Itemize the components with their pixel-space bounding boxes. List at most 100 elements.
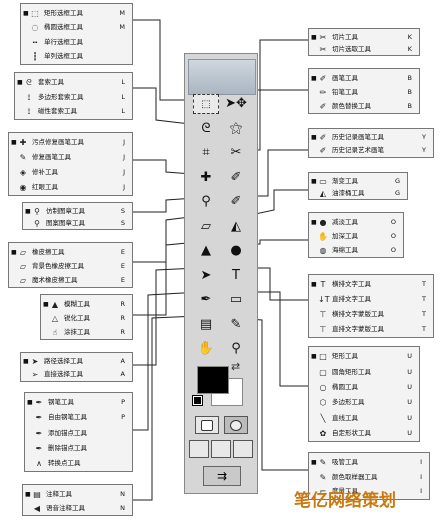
shortcut-key: U (407, 352, 412, 361)
tool-menu-item-label: 添加锚点工具 (48, 428, 87, 437)
smudge-icon: ☝ (52, 327, 58, 337)
jump-to-imageready-icon[interactable]: ⇉ (203, 466, 241, 486)
toolbox-slice-icon[interactable]: ✂ (230, 145, 242, 160)
tool-menu-item-label: 转换点工具 (48, 458, 81, 467)
toolbox-dodge-icon[interactable]: ● (230, 243, 242, 258)
tool-menu-item[interactable]: ┇单列选框工具 (21, 50, 132, 63)
toolbox-marquee-icon[interactable]: ⬚ (193, 94, 219, 114)
toolbox-zoom-icon[interactable]: ⚲ (231, 341, 241, 356)
quick-mask-button[interactable] (224, 416, 248, 434)
foreground-color-swatch[interactable] (197, 366, 229, 394)
tool-menu-item[interactable]: ┅单行选框工具 (21, 36, 132, 49)
tool-menu-item[interactable]: ∧转换点工具 (25, 457, 132, 470)
toolbox-move-icon[interactable]: ➤✥ (225, 96, 247, 111)
toolbox-crop-icon[interactable]: ⌗ (202, 145, 210, 160)
toolbox-healing-icon[interactable]: ✚ (200, 169, 212, 185)
selected-marker-icon: ■ (311, 134, 317, 141)
toolbox-notes-icon[interactable]: ▤ (199, 316, 213, 332)
toolbox-history-brush-icon[interactable]: ✐ (230, 194, 242, 209)
shortcut-key: R (120, 313, 125, 322)
tool-menu-item-label: 魔术橡皮擦工具 (32, 275, 78, 284)
screen-mode-standard-button[interactable] (189, 440, 209, 458)
toolbox-eyedropper-icon[interactable]: ✎ (230, 316, 242, 332)
toolbox-eraser-icon[interactable]: ▱ (201, 218, 211, 234)
toolbox-stamp-icon[interactable]: ⚲ (201, 194, 211, 209)
toolbox-type-icon[interactable]: T (232, 267, 240, 283)
toolbox-lasso-icon[interactable]: ᘓ (201, 120, 211, 136)
paint-bucket-icon: ◭ (319, 188, 327, 198)
toolbox-brush-icon[interactable]: ✐ (230, 169, 242, 185)
toolbox-pen-icon[interactable]: ✒ (200, 292, 212, 307)
standard-mode-button[interactable] (195, 416, 219, 434)
toolbox-blur-icon[interactable]: ▲ (201, 243, 211, 258)
selected-marker-icon: ■ (311, 74, 317, 82)
tool-menu-item[interactable]: ✒添加锚点工具 (25, 427, 132, 440)
screen-mode-full-button[interactable] (233, 440, 253, 458)
default-colors-icon[interactable] (192, 395, 203, 406)
toolbox-bucket-icon[interactable]: ◭ (231, 218, 241, 234)
toolbox-hand-icon[interactable]: ✋ (197, 341, 215, 356)
swap-colors-icon[interactable]: ⇄ (231, 360, 241, 373)
selected-marker-icon: ■ (17, 78, 23, 86)
tool-menu-item-label: 直排文字工具 (332, 295, 371, 303)
toolbox-shape-icon[interactable]: ▭ (229, 292, 243, 307)
screen-mode-menu-button[interactable] (211, 440, 231, 458)
toolbox-path-select-icon[interactable]: ➤ (200, 267, 212, 283)
shortcut-key: S (120, 218, 125, 227)
shortcut-key: T (422, 295, 426, 303)
ellipse-marquee-icon: ◌ (31, 23, 39, 33)
toolbox-magic-wand-icon[interactable]: ⚝ (229, 120, 243, 136)
tool-menu-item[interactable]: ✒删除锚点工具 (25, 442, 132, 455)
